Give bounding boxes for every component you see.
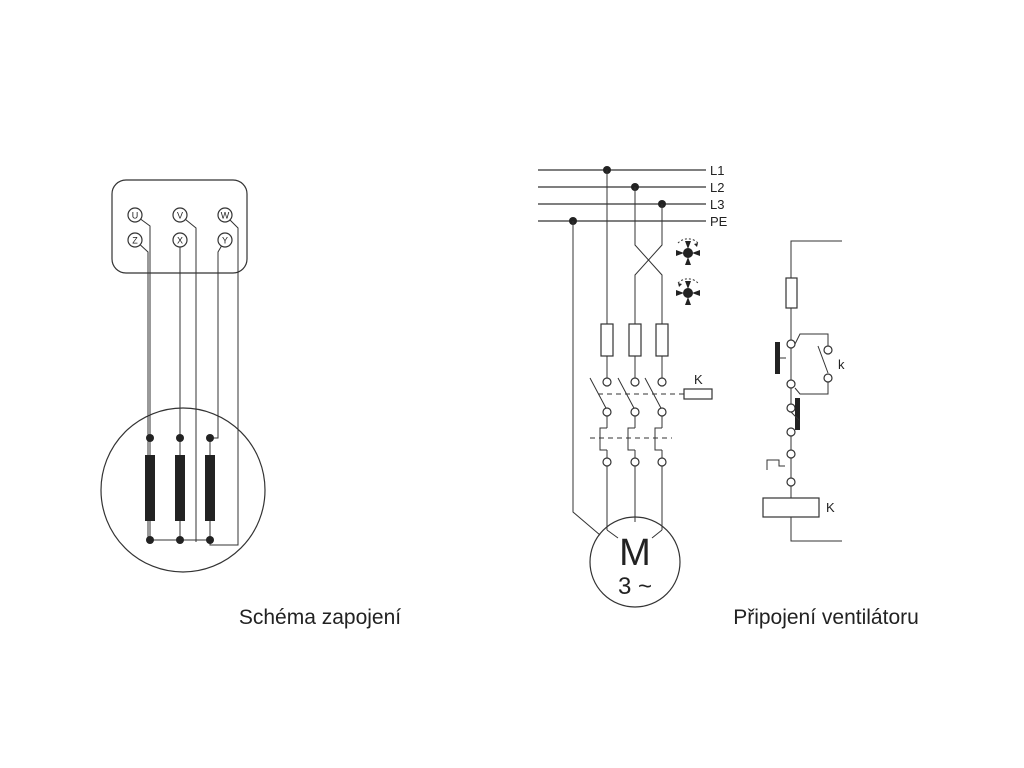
start-button: [795, 398, 800, 430]
contactor-coil: [762, 497, 820, 518]
svg-text:Z: Z: [132, 236, 138, 246]
overload-relay: [590, 416, 672, 530]
svg-text:U: U: [132, 211, 139, 221]
contactor-coil-ref: [683, 388, 713, 400]
phase-conductors: [572, 170, 663, 536]
motor-letter: M: [619, 532, 651, 574]
terminal-v: V: [172, 207, 188, 223]
svg-text:V: V: [177, 211, 183, 221]
line-l1-label: L1: [710, 163, 724, 178]
control-circuit: k K: [762, 240, 845, 542]
fuse-l3: [655, 323, 669, 357]
control-fuse: [785, 277, 798, 309]
fan-connection-scheme: L1 L2 L3 PE: [538, 163, 919, 629]
line-l3-label: L3: [710, 197, 724, 212]
right-caption: Připojení ventilátoru: [733, 606, 919, 629]
supply-bus: L1 L2 L3 PE: [538, 163, 728, 229]
terminal-w: W: [217, 207, 233, 223]
rotation-cw-fan-icon: [676, 238, 700, 265]
stop-button: [775, 342, 780, 374]
contactor-label: K: [694, 372, 703, 387]
terminal-box-scheme: U V W Z X Y: [100, 179, 401, 629]
line-l2-label: L2: [710, 180, 724, 195]
winding-3: [205, 455, 215, 521]
motor-housing: [100, 407, 266, 573]
line-pe-label: PE: [710, 214, 728, 229]
winding-1: [145, 455, 155, 521]
terminal-u: U: [127, 207, 143, 223]
fuse-l2: [628, 323, 642, 357]
fuse-l1: [600, 323, 614, 357]
aux-contact-label: k: [838, 357, 845, 372]
svg-text:W: W: [221, 211, 230, 221]
terminal-x: X: [172, 232, 188, 248]
main-fuses: [600, 323, 669, 357]
winding-2: [175, 455, 185, 521]
coil-label: K: [826, 500, 835, 515]
rotation-ccw-fan-icon: [676, 278, 700, 305]
svg-text:Y: Y: [222, 236, 228, 246]
windings: [145, 434, 215, 544]
terminal-y: Y: [217, 232, 233, 248]
left-caption: Schéma zapojení: [239, 606, 401, 629]
fan-motor: M 3 ~: [589, 516, 681, 608]
svg-text:X: X: [177, 236, 183, 246]
terminal-z: Z: [127, 232, 143, 248]
contactor-main-contacts: K: [589, 372, 713, 417]
motor-phase: 3 ~: [618, 573, 652, 600]
